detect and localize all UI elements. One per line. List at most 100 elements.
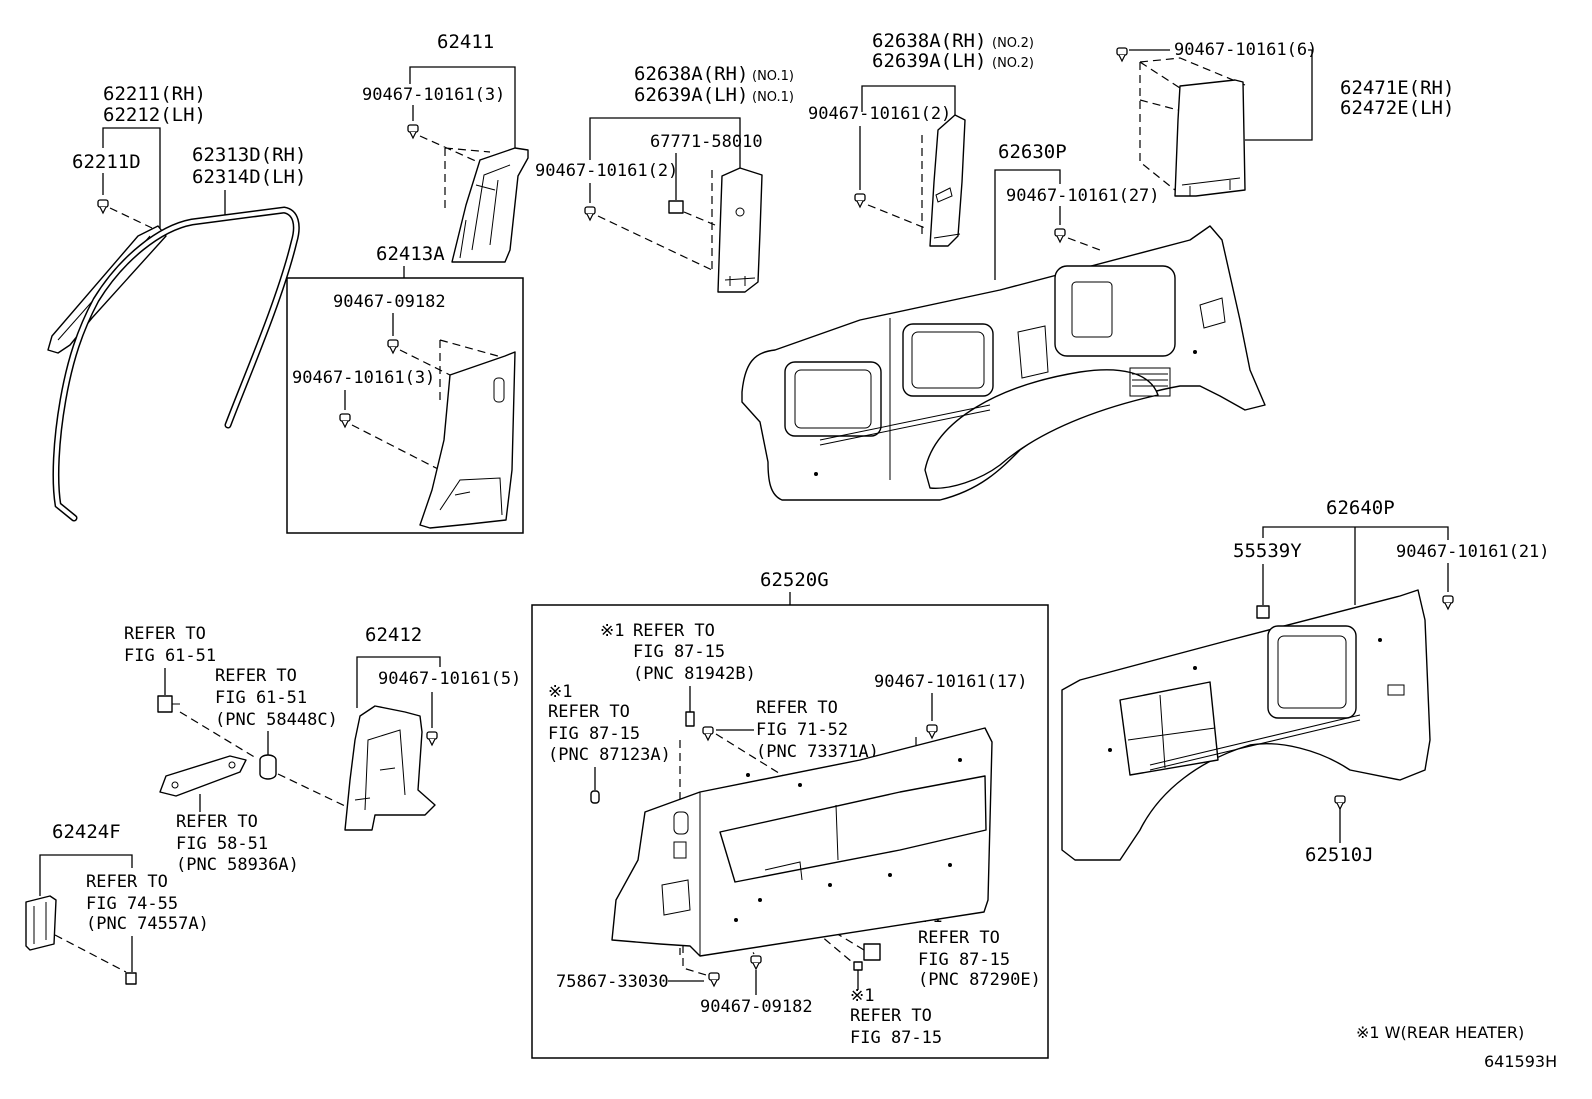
- panel-62640p-window: [1267, 625, 1357, 719]
- holder-62424f-insert: [125, 972, 137, 985]
- panel-62520g-dot: [888, 873, 892, 877]
- part-label-62313d-rh: 62313D(RH): [192, 144, 306, 166]
- clip-87123a: [590, 790, 600, 804]
- part-label-62413a-clip-b: 90467-10161(3): [292, 368, 435, 388]
- leader-62413a-clips: [344, 313, 394, 410]
- panel-62640p-dot: [1378, 638, 1382, 642]
- panel-62520g-slot: [673, 811, 689, 835]
- part-label-62638a-no1: 62638A(RH): [634, 63, 748, 85]
- ref-87-15-line-1: REFER TO: [850, 1006, 932, 1026]
- clip-62471e: [1116, 47, 1128, 62]
- ref-bolt-line-2: FIG 61-51: [124, 646, 216, 666]
- panel-62630p-window-1: [784, 361, 882, 437]
- ref-73371a-line-2: FIG 71-52: [756, 720, 848, 740]
- panel-62630p-vent: [1129, 367, 1171, 397]
- part-note-no2-rh: (NO.2): [992, 36, 1034, 51]
- panel-62630p-group: 62630P 90467-10161(27): [741, 141, 1266, 501]
- leader-62412: [356, 656, 441, 708]
- panel-62630p-vent-lines: [1132, 373, 1168, 387]
- part-label-62314d-lh: 62314D(LH): [192, 166, 306, 188]
- panel-62640p-dot: [1193, 666, 1197, 670]
- clip-62520g-a: [926, 724, 938, 739]
- panel-62520g-dot: [958, 758, 962, 762]
- leader-62520g-clips: [594, 686, 933, 995]
- pillar-no1-detail: [724, 276, 756, 286]
- panel-62640p-window-inner: [1277, 635, 1347, 709]
- part-label-62411-clip: 90467-10161(3): [362, 85, 505, 105]
- panel-62640p-pocket-detail: [1127, 694, 1216, 769]
- garnish-62412-detail: [354, 729, 406, 811]
- ref-87290e-line-1: REFER TO: [918, 928, 1000, 948]
- ref-62424f-line-3: (PNC 74557A): [86, 914, 209, 934]
- clip-81942b: [685, 711, 695, 727]
- part-note-no1-lh: (NO.1): [752, 90, 794, 105]
- panel-62640p-tab: [1387, 684, 1405, 696]
- figure-code: 641593H: [1484, 1052, 1557, 1071]
- leader-left-refs: [164, 668, 269, 812]
- leader-62640p-clips: [1262, 563, 1449, 843]
- garnish-62413a-detail: [439, 477, 503, 516]
- ref-bracket-line-3: (PNC 58936A): [176, 855, 299, 875]
- part-note-no2-lh: (NO.2): [992, 56, 1034, 71]
- ref-bracket-line-1: REFER TO: [176, 812, 258, 832]
- ref-73371a-line-1: REFER TO: [756, 698, 838, 718]
- panel-62630p-window-1-inner: [794, 369, 872, 429]
- part-label-62472e-lh: 62472E(LH): [1340, 97, 1454, 119]
- ref-81942b-line-3: (PNC 81942B): [633, 664, 756, 684]
- box-62520g-group: 62520G ※1 REFER TO FIG 87-15 (PNC 81942B…: [531, 569, 1049, 1059]
- garnish-62471e-detail: [1181, 177, 1241, 196]
- panel-62640p-pocket: [1119, 681, 1219, 776]
- a-pillar-garnish-group: 62211(RH) 62212(LH) 62211D: [47, 83, 206, 354]
- panel-62630p-dot: [814, 472, 818, 476]
- ref-grommet-line-3: (PNC 58448C): [215, 710, 338, 730]
- part-label-55539y: 55539Y: [1233, 540, 1302, 562]
- part-label-62520g-clip-c: 90467-09182: [700, 997, 813, 1017]
- ref-87123a-line-3: (PNC 87123A): [548, 745, 671, 765]
- garnish-62411: [451, 147, 529, 263]
- clip-62412: [426, 731, 438, 746]
- part-label-62630p: 62630P: [998, 141, 1067, 163]
- ref-grommet-line-2: FIG 61-51: [215, 688, 307, 708]
- part-note-no1-rh: (NO.1): [752, 69, 794, 84]
- leader-62211: [102, 127, 161, 228]
- panel-62520g-dot: [948, 863, 952, 867]
- panel-62520g-dot: [746, 773, 750, 777]
- leader-62640p: [1262, 526, 1449, 605]
- clip-67771-58010: [668, 200, 684, 214]
- clip-75867-33030: [708, 972, 720, 987]
- part-label-62211d: 62211D: [72, 151, 141, 173]
- garnish-62411-group: 62411 90467-10161(3): [362, 31, 529, 263]
- dash-pillar-no2: [867, 135, 926, 236]
- box-62413a: [286, 277, 524, 534]
- panel-62630p-trim-line: [819, 404, 991, 446]
- garnish-62411-detail: [459, 164, 511, 259]
- part-label-62424f: 62424F: [52, 821, 121, 843]
- dash-pillar-no1: [597, 170, 716, 272]
- bracket-58936a: [159, 755, 247, 797]
- ref-87-15-line-2: FIG 87-15: [850, 1028, 942, 1048]
- ref-62424f-line-1: REFER TO: [86, 872, 168, 892]
- bracket-58936a-hole: [228, 761, 236, 769]
- pillar-no2-group: 62638A(RH) (NO.2) 62639A(LH) (NO.2) 9046…: [808, 30, 1034, 247]
- clip-62640p: [1442, 595, 1454, 610]
- clip-73371a: [702, 726, 714, 741]
- panel-62520g-cover: [661, 879, 691, 916]
- clip-62413a-b: [339, 413, 351, 428]
- leader-pillar-no1: [589, 117, 741, 170]
- pillar-garnish-no1: [717, 167, 763, 293]
- bracket-58936a-hole: [171, 781, 179, 789]
- clip-pillar-no2: [854, 193, 866, 208]
- part-label-62640p: 62640P: [1326, 497, 1395, 519]
- weatherstrip-inner: [53, 207, 299, 520]
- leader-pillar-no2: [861, 85, 956, 118]
- bolt: [157, 695, 173, 713]
- clip-62510j: [1334, 795, 1346, 810]
- dash-62424f: [54, 934, 127, 973]
- panel-62630p-window-3-inner: [1071, 281, 1113, 338]
- part-label-pillar-no2-clip: 90467-10161(2): [808, 104, 951, 124]
- panel-62520g-tab: [673, 841, 687, 859]
- garnish-62412: [344, 705, 436, 831]
- panel-62630p-dot: [1193, 350, 1197, 354]
- part-label-62520g: 62520G: [760, 569, 829, 591]
